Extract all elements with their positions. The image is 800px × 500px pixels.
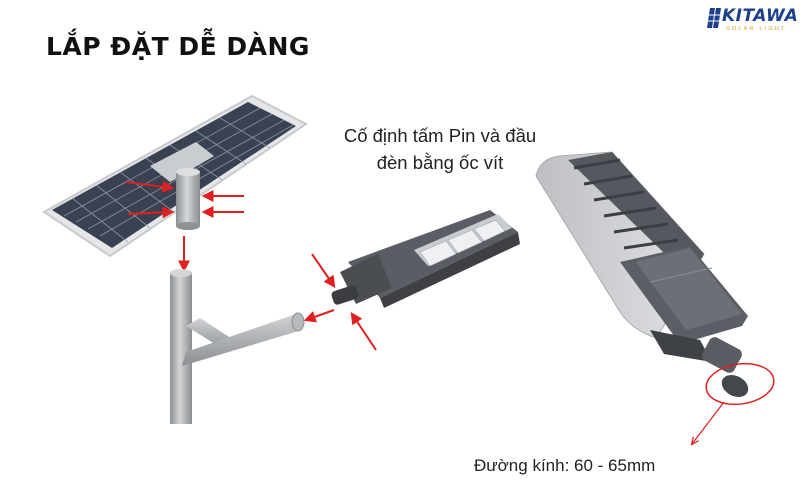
panel-mount-collar [176,168,200,230]
diameter-marker [692,362,775,444]
arm-arrow [303,309,335,323]
solar-panel [42,94,308,258]
install-caption: Cố định tấm Pin và đầu đèn bằng ốc vít [322,122,558,176]
brand-logo: KITAWA SOLAR LIGHT [706,6,799,36]
brand-name: KITAWA [722,6,799,26]
street-lamp-closeup [535,151,749,398]
street-lamp-head [331,210,520,308]
caption-line-1: Cố định tấm Pin và đầu [343,125,537,146]
solar-panel-logo-icon [707,7,721,29]
page-title: LẮP ĐẶT DỄ DÀNG [46,32,310,61]
collar-screw-arrows [125,180,244,273]
diameter-label: Đường kính: 60 - 65mm [474,456,656,475]
brand-tagline: SOLAR LIGHT [726,26,787,32]
lamp-pole [170,269,305,424]
caption-line-2: đèn bằng ốc vít [376,152,504,173]
lamp-neck-arrows [311,253,377,351]
